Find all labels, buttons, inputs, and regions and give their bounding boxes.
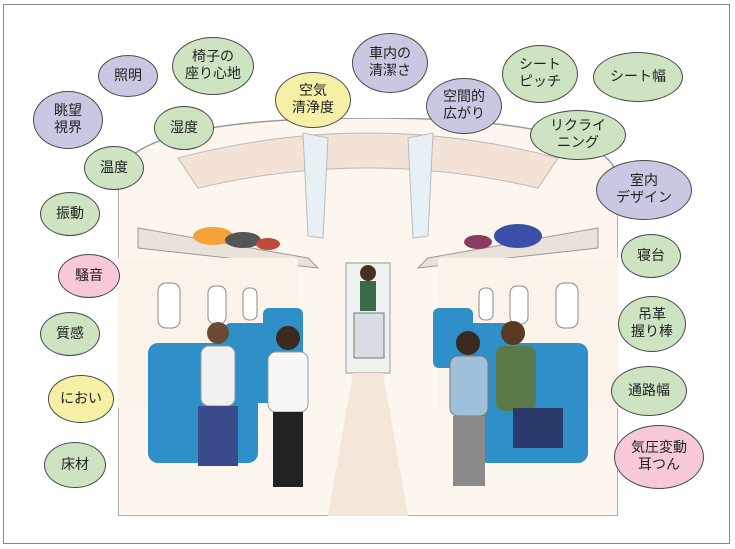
bag-right-2 bbox=[494, 224, 542, 248]
passenger-man-relaxing-head bbox=[501, 321, 525, 345]
bag-left-1 bbox=[193, 227, 233, 245]
label-nioi: におい bbox=[48, 375, 114, 423]
label-tsurikawa: 吊革 握り棒 bbox=[618, 296, 686, 352]
window-left-2 bbox=[207, 285, 227, 325]
label-chobo-shikai: 眺望 視界 bbox=[33, 91, 103, 149]
train-interior-illustration bbox=[118, 118, 618, 516]
attendant bbox=[360, 281, 376, 311]
attendant-head bbox=[360, 265, 376, 281]
label-kukanteki-hirogari: 空間的 広がり bbox=[426, 78, 502, 134]
passenger-woman-legs bbox=[273, 412, 303, 487]
bag-right-1 bbox=[464, 235, 492, 249]
bag-left-2 bbox=[225, 232, 261, 248]
passenger-man-left-head bbox=[207, 322, 229, 344]
label-shitsukan: 質感 bbox=[40, 312, 100, 356]
label-shanai-seiketsusa: 車内の 清潔さ bbox=[352, 33, 428, 93]
bag-left-3 bbox=[256, 238, 280, 250]
passenger-man-reading bbox=[449, 355, 489, 417]
window-left-3 bbox=[242, 287, 258, 321]
label-isu-no-suwarigokochi: 椅子の 座り心地 bbox=[172, 37, 254, 95]
passenger-man-reading-head bbox=[456, 331, 480, 355]
label-yukazai: 床材 bbox=[44, 442, 106, 488]
passenger-man-left-legs bbox=[198, 406, 238, 466]
passenger-man-left bbox=[200, 345, 236, 407]
label-shitsunai-design: 室内 デザイン bbox=[596, 160, 692, 220]
passenger-woman bbox=[267, 351, 309, 413]
label-shomei: 照明 bbox=[98, 55, 158, 97]
label-shitsudo: 湿度 bbox=[154, 106, 214, 150]
label-soon: 騒音 bbox=[58, 254, 120, 298]
passenger-man-relaxing bbox=[496, 346, 536, 411]
passenger-man-reading-legs bbox=[453, 416, 485, 486]
passenger-man-relaxing-legs bbox=[513, 408, 563, 448]
label-shindai: 寝台 bbox=[621, 234, 681, 278]
label-seat-haba: シート幅 bbox=[593, 52, 683, 102]
label-tsurohaba: 通路幅 bbox=[611, 366, 687, 416]
label-kuuki-seijodo: 空気 清浄度 bbox=[275, 72, 351, 128]
label-reclining: リクライ ニング bbox=[530, 110, 626, 160]
label-ondo: 温度 bbox=[84, 146, 144, 190]
passenger-woman-head bbox=[276, 326, 300, 350]
label-shindo: 振動 bbox=[40, 192, 100, 236]
window-right-1 bbox=[555, 282, 579, 329]
window-left-1 bbox=[157, 282, 181, 329]
window-right-2 bbox=[509, 285, 529, 325]
service-cart bbox=[353, 312, 385, 359]
window-right-3 bbox=[478, 287, 494, 321]
label-kiatsu-hendo: 気圧変動 耳つん bbox=[614, 425, 704, 489]
label-seat-pitch: シート ピッチ bbox=[502, 45, 578, 103]
ceiling-light-right bbox=[407, 132, 434, 239]
aisle-floor bbox=[328, 373, 408, 516]
ceiling-light-left bbox=[302, 132, 329, 239]
